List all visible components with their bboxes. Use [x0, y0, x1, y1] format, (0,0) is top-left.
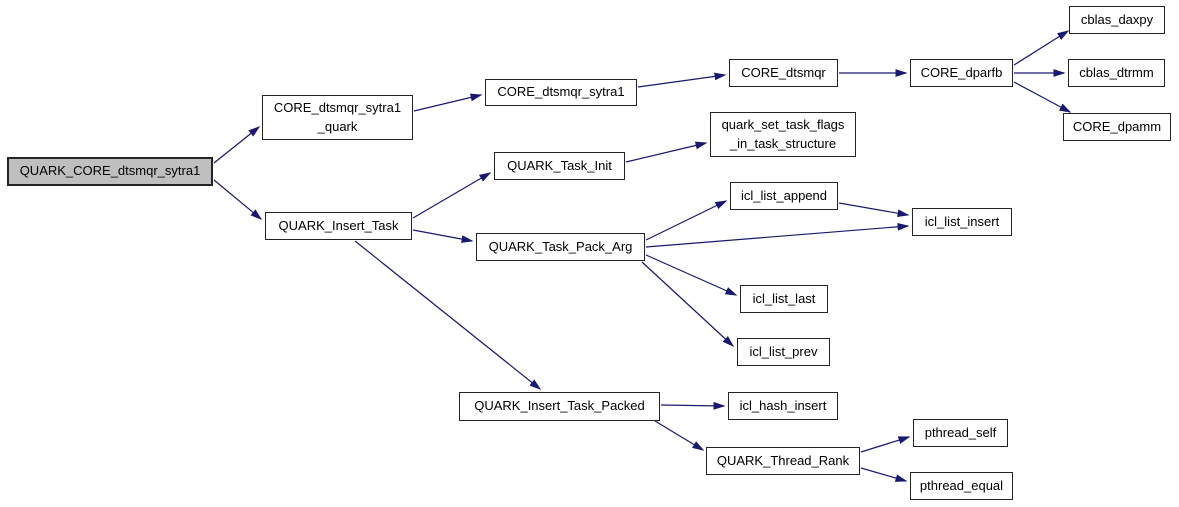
- node-CORE_dtsmqr_sytra1_quark[interactable]: CORE_dtsmqr_sytra1 _quark: [262, 95, 413, 140]
- edge-QUARK_Thread_Rank-to-pthread_self: [860, 436, 911, 453]
- node-pthread_self[interactable]: pthread_self: [913, 419, 1008, 447]
- node-label: QUARK_Thread_Rank: [716, 452, 850, 468]
- node-label: pthread_equal: [919, 477, 1004, 493]
- node-QUARK_Task_Pack_Arg[interactable]: QUARK_Task_Pack_Arg: [476, 233, 645, 261]
- edge-QUARK_Insert_Task-to-QUARK_Task_Init: [412, 172, 492, 219]
- node-label: CORE_dtsmqr_sytra1: [497, 84, 625, 100]
- node-label: cblas_daxpy: [1080, 11, 1154, 27]
- edge-CORE_dtsmqr_sytra1_quark-to-CORE_dtsmqr_sytra1: [413, 93, 483, 112]
- edge-QUARK_Task_Init-to-quark_set_task_flags_in_task_structure: [625, 141, 708, 163]
- node-label: QUARK_Task_Pack_Arg: [488, 238, 633, 254]
- node-label: icl_hash_insert: [739, 397, 827, 413]
- node-icl_hash_insert[interactable]: icl_hash_insert: [728, 392, 838, 420]
- node-icl_list_insert[interactable]: icl_list_insert: [912, 208, 1012, 236]
- edge-QUARK_Task_Pack_Arg-to-icl_list_insert: [645, 222, 910, 248]
- node-QUARK_CORE_dtsmqr_sytra1: QUARK_CORE_dtsmqr_sytra1: [7, 157, 213, 186]
- node-pthread_equal[interactable]: pthread_equal: [910, 472, 1013, 500]
- node-label: quark_set_task_flags _in_task_structure: [721, 116, 845, 151]
- edge-QUARK_Insert_Task_Packed-to-QUARK_Thread_Rank: [654, 420, 705, 451]
- edge-QUARK_Task_Pack_Arg-to-icl_list_append: [645, 200, 728, 241]
- node-label: icl_list_prev: [749, 343, 818, 359]
- node-QUARK_Insert_Task[interactable]: QUARK_Insert_Task: [265, 212, 412, 240]
- edge-QUARK_Insert_Task-to-QUARK_Task_Pack_Arg: [412, 229, 474, 243]
- edge-CORE_dparfb-to-cblas_daxpy: [1013, 30, 1070, 66]
- node-label: icl_list_last: [752, 290, 816, 306]
- edge-QUARK_CORE_dtsmqr_sytra1-to-CORE_dtsmqr_sytra1_quark: [213, 126, 261, 164]
- node-label: QUARK_Task_Init: [507, 157, 612, 173]
- node-CORE_dparfb[interactable]: CORE_dparfb: [910, 59, 1013, 87]
- node-CORE_dtsmqr[interactable]: CORE_dtsmqr: [729, 59, 838, 87]
- edge-QUARK_Insert_Task_Packed-to-icl_hash_insert: [660, 401, 726, 410]
- edge-QUARK_Task_Pack_Arg-to-icl_list_last: [645, 254, 738, 296]
- node-label: icl_list_insert: [924, 213, 1000, 229]
- node-CORE_dtsmqr_sytra1[interactable]: CORE_dtsmqr_sytra1: [485, 79, 637, 106]
- node-label: QUARK_Insert_Task: [278, 217, 399, 233]
- edge-CORE_dtsmqr_sytra1-to-CORE_dtsmqr: [637, 72, 727, 88]
- node-label: QUARK_Insert_Task_Packed: [474, 398, 645, 414]
- node-cblas_dtrmm[interactable]: cblas_dtrmm: [1068, 59, 1165, 87]
- node-CORE_dpamm[interactable]: CORE_dpamm: [1063, 113, 1171, 141]
- node-label: CORE_dtsmqr: [741, 64, 826, 80]
- node-QUARK_Task_Init[interactable]: QUARK_Task_Init: [494, 152, 625, 180]
- node-label: pthread_self: [924, 424, 997, 440]
- node-label: QUARK_CORE_dtsmqr_sytra1: [19, 163, 201, 179]
- node-QUARK_Thread_Rank[interactable]: QUARK_Thread_Rank: [706, 447, 860, 475]
- node-label: CORE_dparfb: [920, 64, 1003, 80]
- edge-QUARK_Thread_Rank-to-pthread_equal: [860, 467, 908, 482]
- edge-CORE_dparfb-to-CORE_dpamm: [1013, 81, 1072, 113]
- node-cblas_daxpy[interactable]: cblas_daxpy: [1069, 6, 1165, 34]
- node-label: cblas_dtrmm: [1079, 64, 1154, 80]
- node-label: icl_list_append: [740, 187, 827, 203]
- node-QUARK_Insert_Task_Packed[interactable]: QUARK_Insert_Task_Packed: [459, 392, 660, 421]
- node-icl_list_last[interactable]: icl_list_last: [740, 285, 828, 313]
- node-label: CORE_dpamm: [1072, 118, 1162, 134]
- node-icl_list_append[interactable]: icl_list_append: [730, 182, 838, 210]
- node-icl_list_prev[interactable]: icl_list_prev: [737, 338, 830, 366]
- edge-QUARK_Task_Pack_Arg-to-icl_list_prev: [641, 261, 735, 348]
- node-quark_set_task_flags_in_task_structure[interactable]: quark_set_task_flags _in_task_structure: [710, 112, 856, 157]
- node-label: CORE_dtsmqr_sytra1 _quark: [273, 99, 402, 134]
- edge-icl_list_append-to-icl_list_insert: [838, 202, 910, 218]
- edge-QUARK_Insert_Task-to-QUARK_Insert_Task_Packed: [354, 240, 542, 390]
- edge-QUARK_CORE_dtsmqr_sytra1-to-QUARK_Insert_Task: [213, 179, 263, 220]
